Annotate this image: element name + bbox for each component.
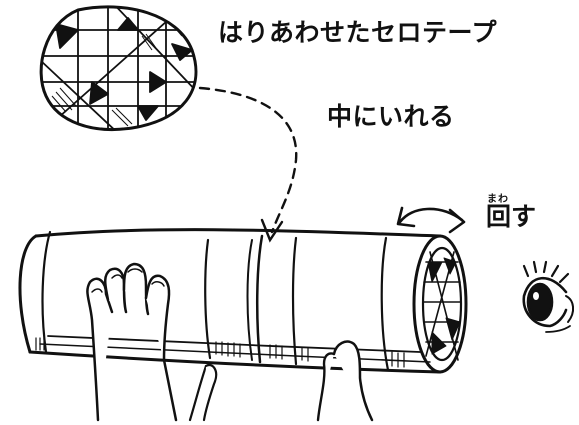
paper-tube-icon <box>18 228 468 374</box>
taped-cellophane-label: はりあわせたセロテープ <box>218 18 498 47</box>
dashed-insert-path <box>198 86 298 234</box>
hands-icon <box>86 262 374 422</box>
rotate-ruby-label: まわ <box>487 194 509 205</box>
rotate-label: 回す <box>486 202 537 231</box>
taped-mosaic-disc-icon <box>39 5 198 132</box>
eye-icon <box>522 260 574 333</box>
insert-label: 中にいれる <box>327 102 455 131</box>
insert-arrowhead <box>260 218 284 243</box>
curved-arrow-icon <box>396 206 466 234</box>
